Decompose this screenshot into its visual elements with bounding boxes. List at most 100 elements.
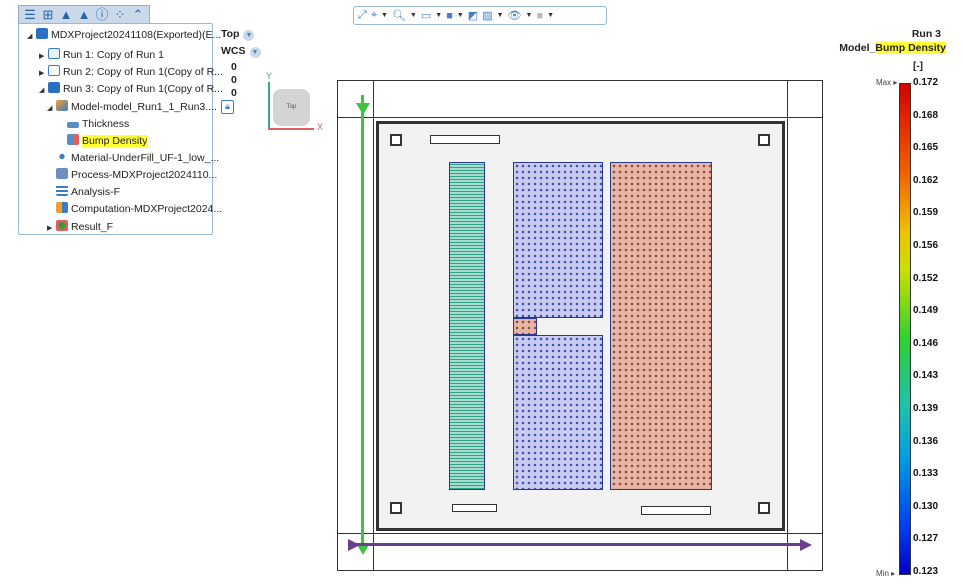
tree-item-model[interactable]: ◢ Model-model_Run1_1_Run3....	[47, 99, 217, 115]
expand-icon[interactable]: ◢	[47, 105, 53, 112]
model-outer-frame	[337, 80, 823, 571]
pad	[430, 135, 500, 144]
tree-item-result[interactable]: ▶ Result_F	[47, 219, 113, 235]
tree-item-label: Result_F	[71, 221, 114, 233]
coordinate-system-select[interactable]: WCS▼	[221, 45, 261, 58]
bump-region-small	[513, 318, 537, 335]
run-icon	[48, 82, 60, 93]
dropdown-icon[interactable]: ▼	[525, 12, 533, 19]
transparency-icon[interactable]: ■	[536, 9, 544, 22]
chevron-down-icon[interactable]: ▼	[249, 47, 261, 58]
expand-icon[interactable]: ◢	[39, 87, 45, 94]
legend-title-highlight: Bump Density	[875, 42, 946, 54]
expand-icon[interactable]: ▶	[39, 53, 45, 60]
list-icon[interactable]: ☰	[24, 7, 36, 22]
coord-z-value: 0	[231, 87, 237, 99]
color-bar-tick: 0.156	[913, 240, 939, 251]
tree-item-project[interactable]: ◢ MDXProject20241108(Exported)(E...	[27, 27, 221, 43]
bump-density-icon	[67, 134, 79, 145]
tree-item-label: MDXProject20241108(Exported)(E...	[51, 29, 222, 41]
legend-title: Model_Bump Density	[839, 42, 946, 54]
tree-item-bump-density[interactable]: Bump Density	[67, 133, 148, 149]
scatter-icon[interactable]: ⁘	[114, 7, 126, 22]
expand-icon[interactable]: ▶	[39, 70, 45, 77]
view-cube[interactable]: Top	[273, 89, 310, 126]
corner-mark	[758, 502, 770, 514]
tree-item-label: Run 2: Copy of Run 1(Copy of R...	[63, 66, 223, 78]
tree-item-computation[interactable]: Computation-MDXProject2024...	[56, 201, 222, 217]
tree-item-label: Material-UnderFill_UF-1_low_...	[71, 152, 220, 164]
lock-icon[interactable]: 🔒︎	[221, 100, 234, 114]
computation-icon	[56, 202, 68, 213]
legend-min: Min ▸	[876, 569, 896, 578]
cone-icon[interactable]: ▲	[77, 7, 91, 22]
thickness-icon	[67, 122, 79, 128]
pad	[641, 506, 711, 515]
orientation-label: Top	[221, 28, 240, 40]
arrow-head	[348, 539, 360, 551]
corner-mark	[390, 134, 402, 146]
tree-item-material[interactable]: Material-UnderFill_UF-1_low_...	[56, 150, 219, 166]
section-icon[interactable]: ▨	[482, 10, 493, 22]
tree-item-analysis[interactable]: Analysis-F	[56, 184, 120, 200]
tree-item-label: Run 3: Copy of Run 1(Copy of R...	[63, 83, 223, 95]
view-orientation-select[interactable]: Top▼	[221, 28, 255, 41]
expand-icon[interactable]: ▶	[47, 225, 53, 232]
tree-item-label: Computation-MDXProject2024...	[71, 203, 223, 215]
color-bar	[899, 83, 911, 575]
tree-item-label: Analysis-F	[71, 186, 121, 198]
dropdown-icon[interactable]: ▼	[435, 12, 443, 19]
color-bar-tick: 0.123	[913, 566, 939, 577]
shading-icon[interactable]: ◩	[467, 10, 479, 22]
color-bar-tick: 0.133	[913, 468, 939, 480]
corner-mark	[390, 502, 402, 514]
color-bar-tick: 0.139	[913, 403, 939, 414]
tree-item-run3[interactable]: ◢ Run 3: Copy of Run 1(Copy of R...	[39, 81, 223, 97]
y-axis-label: Y	[266, 71, 273, 81]
dropdown-icon[interactable]: ▼	[496, 12, 504, 19]
color-bar-tick: 0.168	[913, 109, 939, 121]
material-icon	[56, 151, 68, 162]
run-icon	[48, 48, 60, 59]
tree-icon[interactable]: ⊞	[42, 7, 54, 22]
color-bar-tick: 0.127	[913, 533, 939, 545]
expand-icon[interactable]: ◢	[27, 33, 33, 40]
fit-view-icon[interactable]: ⤢	[358, 9, 367, 21]
pad	[452, 504, 497, 512]
color-bar-tick: 0.130	[913, 500, 939, 512]
chevron-down-icon[interactable]: ▼	[243, 30, 255, 41]
folder-icon	[36, 28, 48, 39]
vertical-arrow	[361, 95, 364, 545]
tree-item-label: Process-MDXProject2024110...	[71, 169, 218, 181]
legend-run: Run 3	[911, 28, 941, 40]
tree-item-label: Thickness	[82, 118, 130, 130]
tree-item-process[interactable]: Process-MDXProject2024110...	[56, 167, 217, 183]
center-icon[interactable]: ⌖	[370, 9, 378, 21]
dropdown-icon[interactable]: ▼	[381, 12, 388, 19]
dropdown-icon[interactable]: ▼	[456, 12, 464, 19]
info-icon[interactable]: ⓘ	[95, 7, 109, 22]
visibility-icon[interactable]: 👁︎	[507, 10, 522, 22]
coords-label: WCS	[221, 45, 246, 57]
color-bar-tick: 0.165	[913, 142, 939, 154]
frame-line	[787, 80, 788, 571]
window-icon[interactable]: ▭	[420, 10, 432, 22]
collapse-icon[interactable]: ⌃	[132, 7, 144, 22]
tree-item-run2[interactable]: ▶ Run 2: Copy of Run 1(Copy of R...	[39, 64, 223, 80]
cube-icon[interactable]: ■	[446, 9, 453, 22]
dropdown-icon[interactable]: ▼	[409, 12, 417, 19]
color-bar-tick: 0.149	[913, 305, 939, 317]
layers-icon[interactable]: ▲	[59, 7, 73, 22]
color-bar-tick: 0.136	[913, 435, 939, 447]
frame-line	[337, 533, 823, 534]
zoom-icon[interactable]: 🔍︎	[391, 10, 406, 22]
max-label: Max	[876, 78, 892, 87]
arrow-head	[356, 103, 370, 115]
coord-x-value: 0	[231, 61, 237, 73]
bump-region-teal	[449, 162, 485, 490]
tree-item-run1[interactable]: ▶Run 1: Copy of Run 1	[39, 47, 164, 63]
tree-item-thickness[interactable]: Thickness	[67, 116, 129, 132]
tree-item-label: Model-model_Run1_1_Run3....	[71, 101, 217, 113]
dropdown-icon[interactable]: ▼	[547, 12, 555, 19]
